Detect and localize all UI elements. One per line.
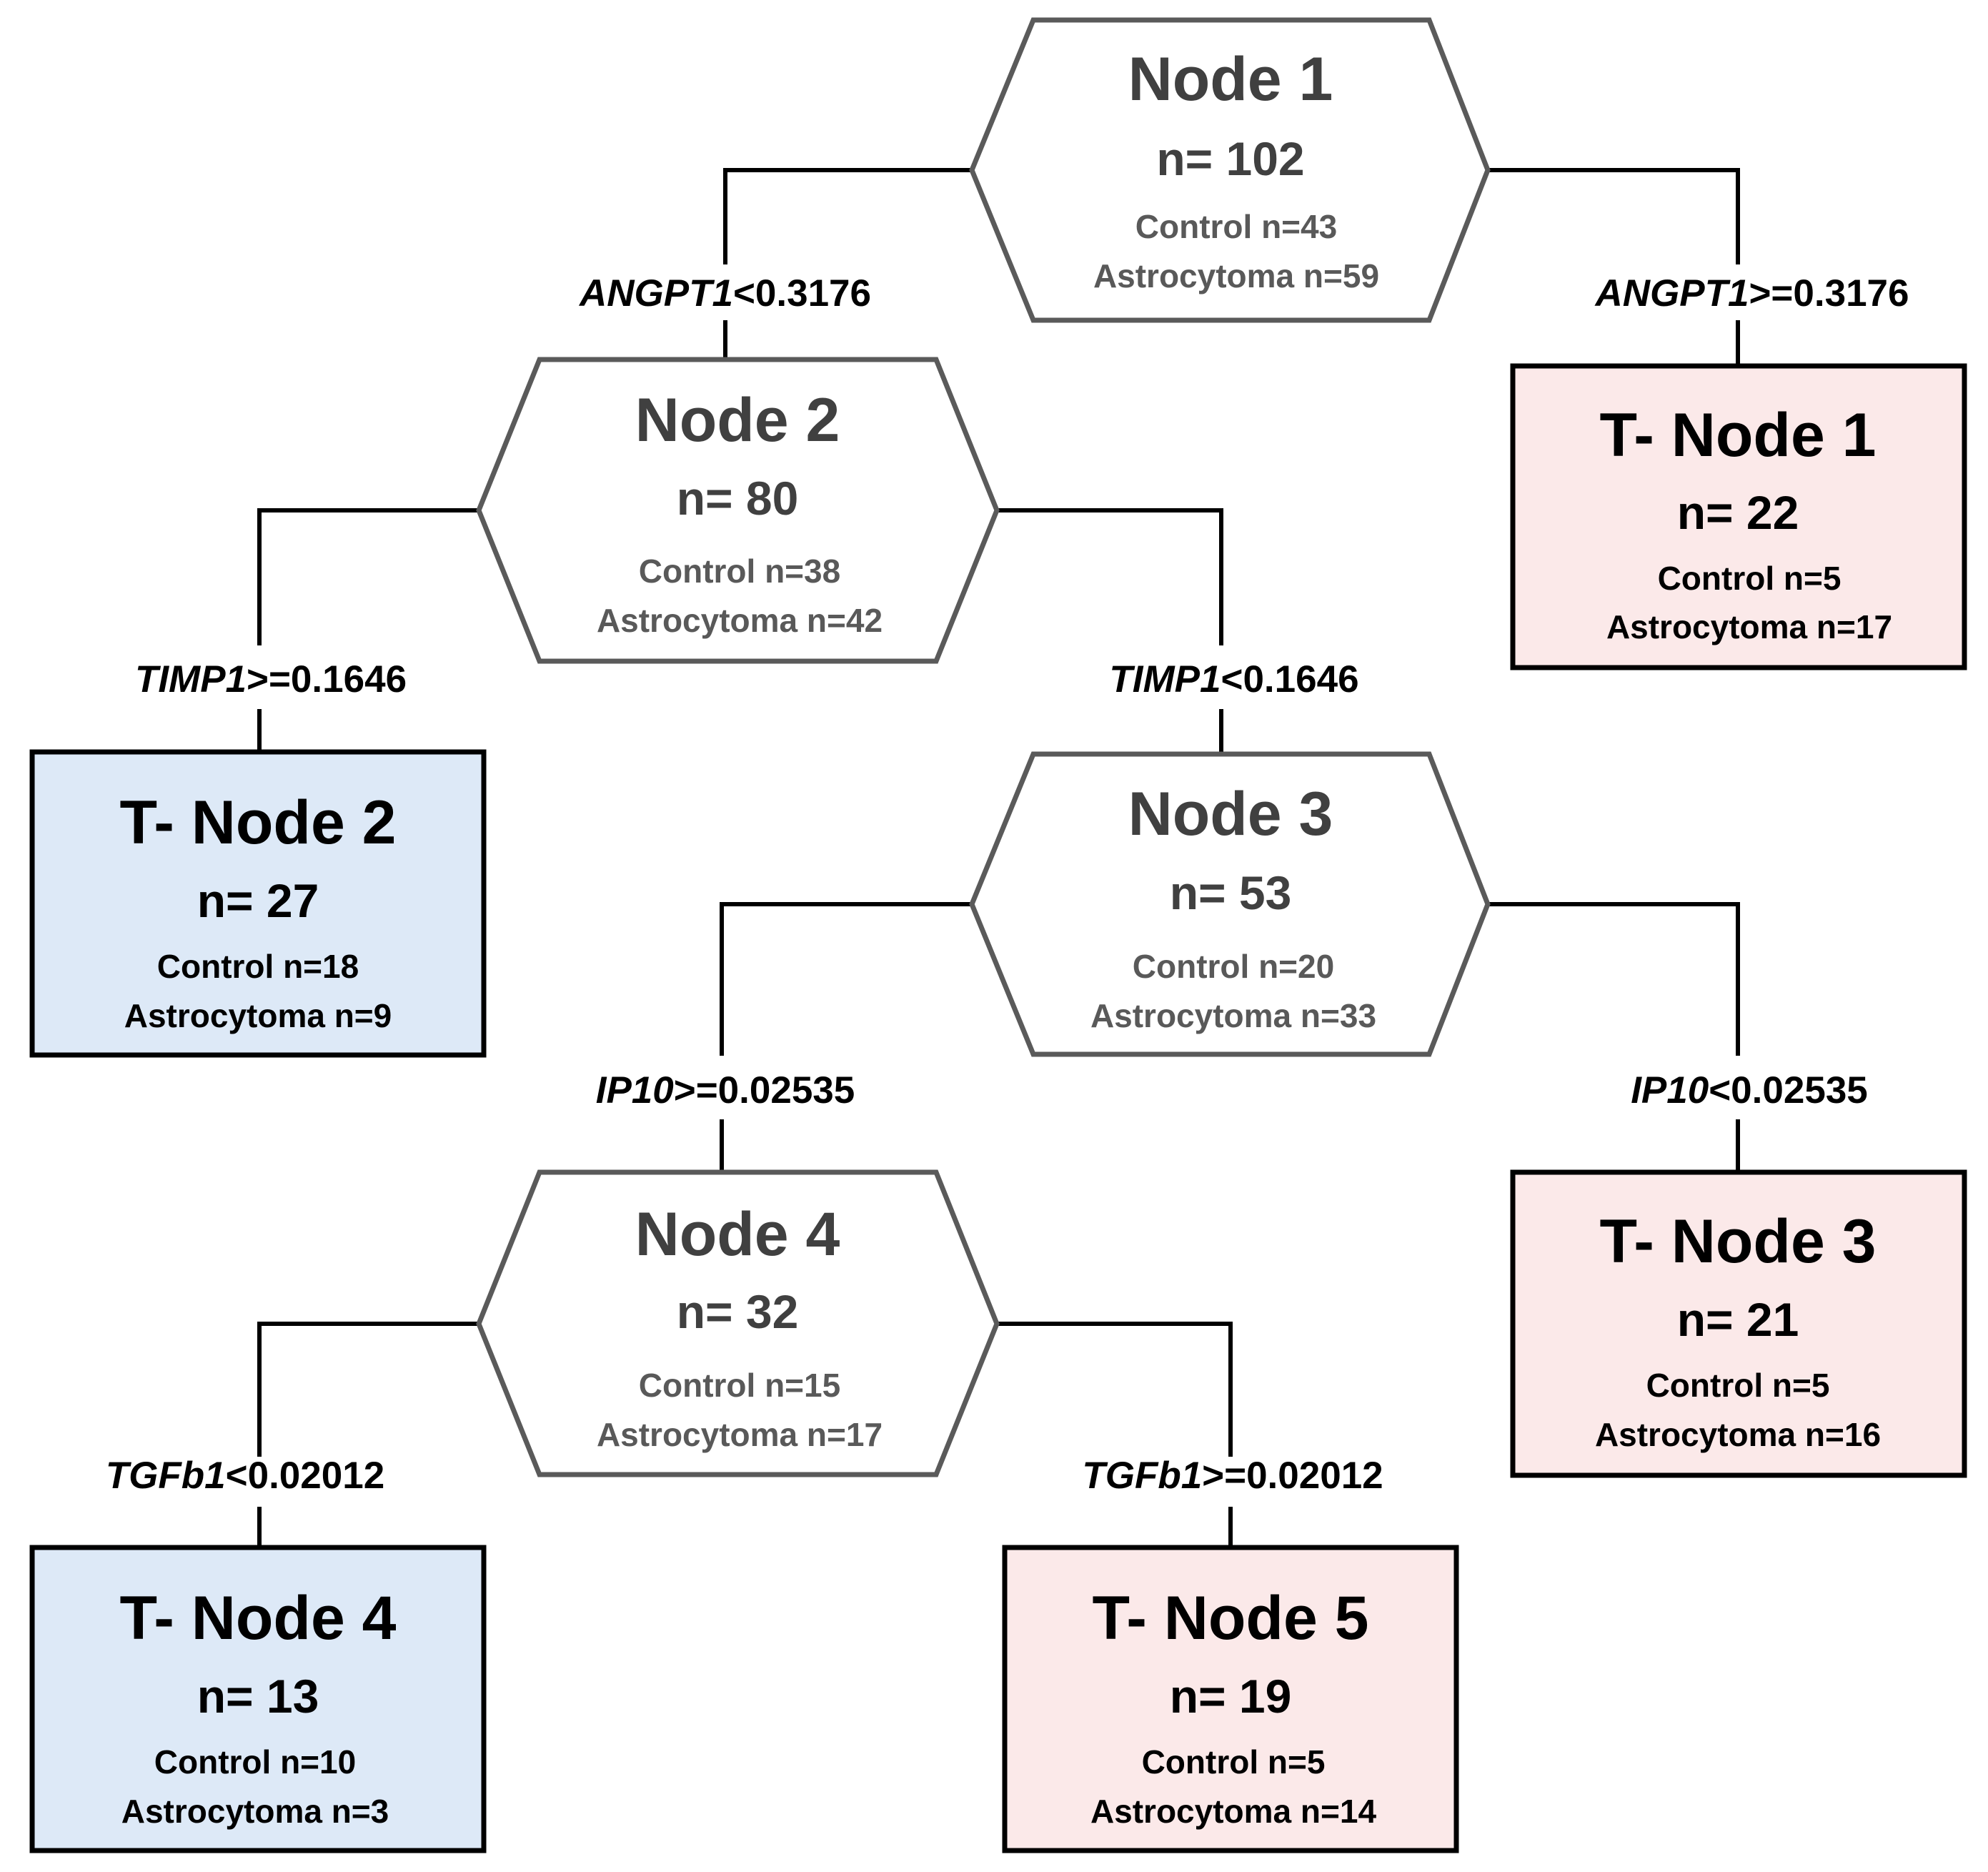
node-3: Node 3 n= 53 Control n=20 Astrocytoma n=… <box>969 751 1491 1057</box>
node-3-astrocytoma-count: Astrocytoma n=33 <box>1090 997 1376 1034</box>
edge-node4-tnode5 <box>997 1322 1233 1547</box>
node-1-astrocytoma-count: Astrocytoma n=59 <box>1093 257 1379 294</box>
terminal-node-1: T- Node 1 n= 22 Control n=5 Astrocytoma … <box>1510 363 1967 670</box>
edge-node3-tnode3 <box>1488 902 1740 1172</box>
terminal-node-1-count: n= 22 <box>1677 486 1799 539</box>
terminal-node-3-control-count: Control n=5 <box>1646 1367 1830 1404</box>
node-2: Node 2 n= 80 Control n=38 Astrocytoma n=… <box>476 357 1000 664</box>
connectors <box>257 168 1740 1547</box>
terminal-node-2: T- Node 2 n= 27 Control n=18 Astrocytoma… <box>29 749 487 1058</box>
terminal-node-4-box <box>29 1545 487 1853</box>
terminal-node-1-box <box>1510 363 1967 670</box>
terminal-node-4-control-count: Control n=10 <box>154 1743 356 1781</box>
edge-node1-node2 <box>723 168 972 360</box>
node-4: Node 4 n= 32 Control n=15 Astrocytoma n=… <box>476 1169 1000 1477</box>
terminal-node-3-count: n= 21 <box>1677 1293 1799 1346</box>
split-label-timp1-right: TIMP1<0.1646 <box>1109 658 1358 700</box>
split-label-ip10-left: IP10>=0.02535 <box>596 1069 855 1111</box>
edge-node3-node4 <box>720 902 972 1172</box>
node-1-count: n= 102 <box>1156 132 1304 185</box>
terminal-node-2-control-count: Control n=18 <box>157 948 359 985</box>
terminal-node-4: T- Node 4 n= 13 Control n=10 Astrocytoma… <box>29 1545 487 1853</box>
terminal-node-5-title: T- Node 5 <box>1092 1584 1368 1653</box>
terminal-node-3-astrocytoma-count: Astrocytoma n=16 <box>1595 1416 1881 1453</box>
terminal-node-5-box <box>1002 1545 1459 1853</box>
split-label-tgfb1-left: TGFb1<0.02012 <box>106 1455 384 1497</box>
node-3-hexagon <box>969 751 1491 1057</box>
node-3-control-count: Control n=20 <box>1133 948 1334 985</box>
node-2-hexagon <box>476 357 1000 664</box>
edge-node1-tnode1 <box>1488 168 1740 366</box>
node-2-count: n= 80 <box>677 472 799 525</box>
node-1-control-count: Control n=43 <box>1135 208 1337 245</box>
terminal-node-5-count: n= 19 <box>1170 1670 1292 1723</box>
node-2-control-count: Control n=38 <box>639 553 840 590</box>
node-4-title: Node 4 <box>635 1200 840 1269</box>
terminal-node-2-title: T- Node 2 <box>119 788 396 857</box>
edge-node4-tnode4 <box>257 1322 479 1547</box>
split-label-ip10-right: IP10<0.02535 <box>1631 1069 1868 1111</box>
terminal-node-3-title: T- Node 3 <box>1599 1207 1876 1276</box>
terminal-node-2-box <box>29 749 487 1058</box>
terminal-node-1-control-count: Control n=5 <box>1658 560 1842 597</box>
node-3-title: Node 3 <box>1128 780 1333 848</box>
node-3-count: n= 53 <box>1170 866 1292 919</box>
terminal-node-3-box <box>1510 1169 1967 1478</box>
terminal-node-4-astrocytoma-count: Astrocytoma n=3 <box>121 1793 389 1830</box>
node-4-control-count: Control n=15 <box>639 1367 840 1404</box>
split-labels: ANGPT1<0.3176 ANGPT1>=0.3176 TIMP1>=0.16… <box>106 272 1909 1497</box>
terminal-node-2-astrocytoma-count: Astrocytoma n=9 <box>124 997 392 1034</box>
node-1-hexagon <box>969 17 1491 323</box>
split-label-angpt1-left: ANGPT1<0.3176 <box>578 272 871 315</box>
terminal-node-1-astrocytoma-count: Astrocytoma n=17 <box>1606 608 1892 645</box>
node-4-astrocytoma-count: Astrocytoma n=17 <box>597 1416 883 1453</box>
split-label-tgfb1-right: TGFb1>=0.02012 <box>1082 1455 1383 1497</box>
terminal-node-5-astrocytoma-count: Astrocytoma n=14 <box>1090 1793 1377 1830</box>
node-4-count: n= 32 <box>677 1285 799 1338</box>
terminal-node-5-control-count: Control n=5 <box>1142 1743 1326 1781</box>
split-label-timp1-left: TIMP1>=0.1646 <box>135 658 407 700</box>
node-4-hexagon <box>476 1169 1000 1477</box>
terminal-node-5: T- Node 5 n= 19 Control n=5 Astrocytoma … <box>1002 1545 1459 1853</box>
node-1-title: Node 1 <box>1128 45 1333 114</box>
terminal-node-2-count: n= 27 <box>197 874 319 927</box>
terminal-node-3: T- Node 3 n= 21 Control n=5 Astrocytoma … <box>1510 1169 1967 1478</box>
terminal-node-4-count: n= 13 <box>197 1670 319 1723</box>
edge-node2-node3 <box>997 508 1223 754</box>
node-2-astrocytoma-count: Astrocytoma n=42 <box>597 602 883 639</box>
split-label-angpt1-right: ANGPT1>=0.3176 <box>1594 272 1909 315</box>
terminal-node-4-title: T- Node 4 <box>119 1584 396 1653</box>
terminal-node-1-title: T- Node 1 <box>1599 401 1876 470</box>
edge-node2-tnode2 <box>257 508 479 752</box>
node-1: Node 1 n= 102 Control n=43 Astrocytoma n… <box>969 17 1491 323</box>
node-2-title: Node 2 <box>635 386 840 455</box>
